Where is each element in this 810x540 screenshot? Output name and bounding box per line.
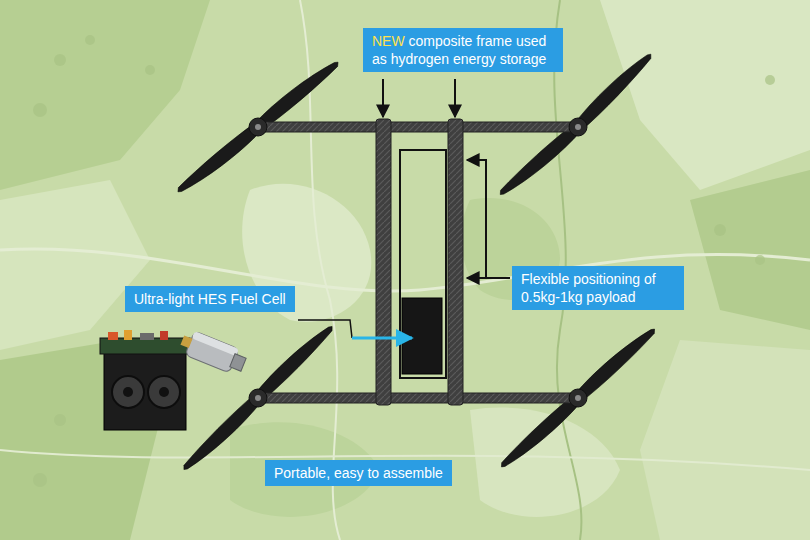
callout-box: Portable, easy to assemble xyxy=(265,460,452,486)
callout-text: Portable, easy to assemble xyxy=(274,465,443,481)
callout-box: Flexible positioning of 0.5kg-1kg payloa… xyxy=(512,266,684,310)
fuel-cell-photo xyxy=(100,328,248,430)
callout-box: NEWcomposite frame used as hydrogen ener… xyxy=(363,28,563,72)
callout-box: Ultra-light HES Fuel Cell xyxy=(125,286,295,312)
callout-text: Ultra-light HES Fuel Cell xyxy=(134,291,286,307)
callout-text: Flexible positioning of 0.5kg-1kg payloa… xyxy=(521,271,656,305)
highlight-word: NEW xyxy=(372,33,405,49)
